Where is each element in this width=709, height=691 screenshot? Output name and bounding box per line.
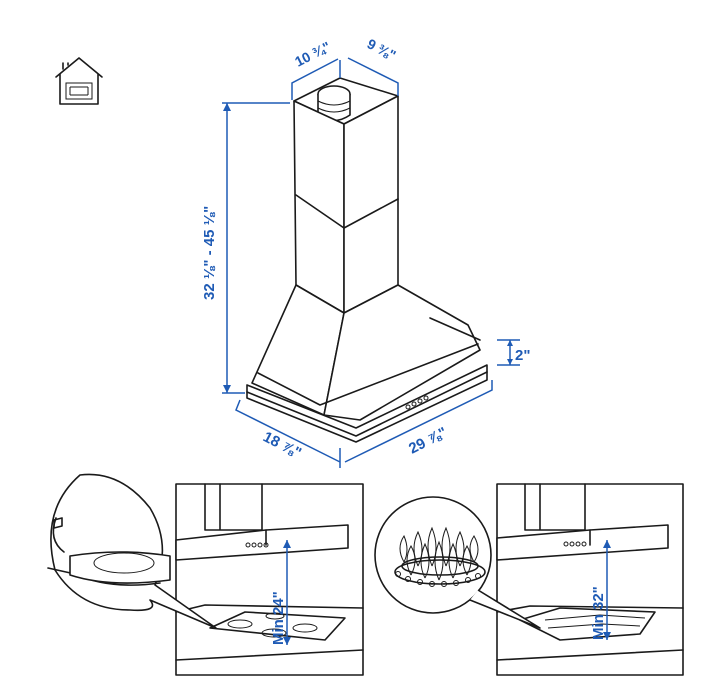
clearance-label: Min 32"	[590, 586, 607, 640]
dim-canopy-height: 2"	[515, 347, 530, 364]
control-buttons	[405, 395, 429, 410]
control-buttons	[563, 541, 587, 547]
dimension-lines	[222, 57, 520, 468]
control-buttons	[245, 542, 269, 548]
range-hood-drawing	[246, 77, 488, 443]
gas-cooktop-panel: Min 32"	[496, 483, 684, 676]
gas-burner-zoom	[374, 496, 541, 629]
clearance-label: Min 24"	[270, 591, 287, 645]
electric-cooktop-zoom	[47, 473, 217, 629]
electric-cooktop-panel: Min 24"	[175, 483, 364, 676]
dim-height: 32 ⅛" - 45 ⅛"	[201, 206, 218, 300]
house-install-icon	[55, 57, 103, 105]
dim-width-top: 9 ⅜"	[365, 35, 399, 63]
